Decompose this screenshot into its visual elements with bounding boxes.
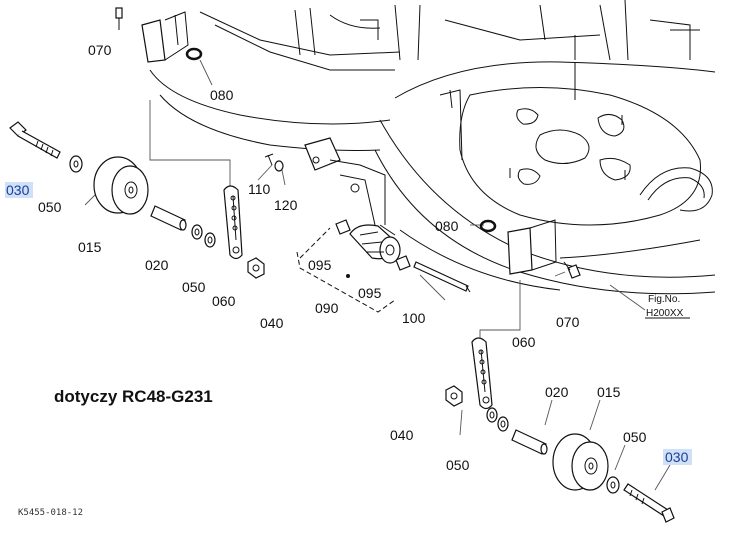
- spacer-020-left: [150, 205, 187, 231]
- part-label-050-right-b: 050: [446, 457, 470, 473]
- applicability-caption: dotyczy RC48-G231: [54, 387, 213, 406]
- part-label-095-a: 095: [308, 257, 332, 273]
- bolt-030-left: [9, 121, 61, 159]
- link-plate-060-left: [223, 185, 243, 260]
- nut-040-left: [247, 257, 265, 279]
- assembly-090-frame: [296, 227, 396, 313]
- washer-050-left: [69, 155, 83, 173]
- part-label-095-b: 095: [358, 285, 382, 301]
- nut-040-right: [445, 385, 463, 407]
- highlight-030-left: [5, 182, 33, 198]
- sleeve-095-b: [395, 255, 411, 271]
- part-label-100: 100: [402, 310, 426, 326]
- roller-wheel-015-left: [93, 156, 149, 215]
- part-label-080-mid: 080: [435, 218, 459, 234]
- bolt-110: [264, 153, 274, 166]
- part-label-030-right[interactable]: 030: [665, 449, 689, 465]
- pin-070-right: [563, 261, 581, 279]
- mower-deck: [141, 0, 716, 295]
- pin-070-top: [115, 7, 123, 30]
- part-label-080-top: 080: [210, 87, 234, 103]
- roller-body-090: [346, 224, 401, 278]
- fig-number-box: Fig.No. H200XX: [645, 294, 690, 319]
- part-label-020-right: 020: [545, 384, 569, 400]
- leader-lines: [84, 59, 671, 491]
- shaft-100: [413, 261, 471, 293]
- fig-no-label: Fig.No.: [648, 294, 680, 305]
- part-label-050-left-b: 050: [182, 279, 206, 295]
- highlight-030-right: [663, 449, 692, 465]
- part-label-050-right: 050: [623, 429, 647, 445]
- part-label-060-right: 060: [512, 334, 536, 350]
- fig-no-value: H200XX: [646, 308, 684, 319]
- part-label-015-right: 015: [597, 384, 621, 400]
- washer-050-right: [606, 476, 620, 494]
- drawing-code: K5455-018-12: [18, 508, 83, 518]
- part-label-050-left: 050: [38, 199, 62, 215]
- part-label-040-right: 040: [390, 427, 414, 443]
- washer-120: [274, 160, 284, 172]
- part-label-070-top: 070: [88, 42, 112, 58]
- part-label-030-left[interactable]: 030: [6, 182, 30, 198]
- part-label-110: 110: [248, 181, 271, 197]
- roller-wheel-015-right: [552, 433, 609, 491]
- oring-080-mid: [479, 219, 497, 233]
- part-label-120: 120: [274, 197, 298, 213]
- washer-050-right-a: [486, 407, 498, 423]
- part-labels: 070 080 030 050 015 020 050 060 040 110 …: [5, 42, 692, 473]
- sleeve-095-a: [335, 219, 351, 235]
- part-label-015-left: 015: [78, 239, 102, 255]
- washer-050-left-a: [191, 224, 203, 240]
- washer-050-left-b: [204, 232, 216, 248]
- part-label-040-left: 040: [260, 315, 284, 331]
- spacer-020-right: [511, 429, 548, 455]
- part-label-070-right: 070: [556, 314, 580, 330]
- part-label-090: 090: [315, 300, 339, 316]
- part-label-020-left: 020: [145, 257, 169, 273]
- bolt-030-right: [623, 483, 675, 523]
- washer-050-right-b: [497, 416, 509, 432]
- oring-080-top: [185, 47, 203, 61]
- link-plate-060-right: [471, 337, 493, 410]
- part-label-060-left: 060: [212, 293, 236, 309]
